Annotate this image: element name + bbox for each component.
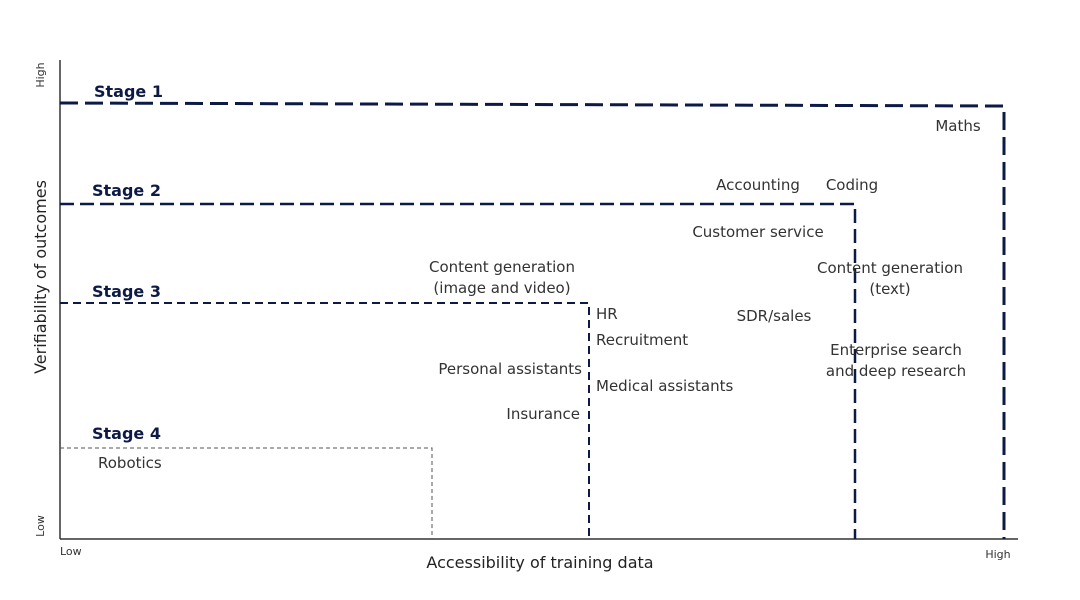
label-content-generation-text-line2: (text) <box>869 280 910 298</box>
label-medical-assistants: Medical assistants <box>596 377 733 395</box>
label-content-generation-image-video-line2: (image and video) <box>433 279 570 297</box>
stage-4-boundary <box>60 447 433 539</box>
label-recruitment: Recruitment <box>596 331 688 349</box>
stage-1-boundary <box>59 101 1006 539</box>
label-sdr-sales: SDR/sales <box>737 307 812 325</box>
label-maths: Maths <box>935 117 981 135</box>
label-personal-assistants: Personal assistants <box>438 360 582 378</box>
label-accounting: Accounting <box>716 176 800 194</box>
stage-4-label: Stage 4 <box>92 424 161 443</box>
stage-3-label: Stage 3 <box>92 282 161 301</box>
label-enterprise-search-line2: and deep research <box>826 362 966 380</box>
y-axis-low-label: Low <box>34 515 47 537</box>
stage-2-label: Stage 2 <box>92 181 161 200</box>
label-coding: Coding <box>826 176 878 194</box>
stage-2-boundary <box>60 202 857 539</box>
x-axis-low-label: Low <box>60 545 82 558</box>
stage-1-label: Stage 1 <box>94 82 163 101</box>
stage-3-boundary <box>60 302 590 539</box>
x-axis-high-label: High <box>985 548 1010 561</box>
label-content-generation-text-line1: Content generation <box>817 259 963 277</box>
label-hr: HR <box>596 305 618 323</box>
label-robotics: Robotics <box>98 454 162 472</box>
label-insurance: Insurance <box>506 405 580 423</box>
y-axis-title: Verifiability of outcomes <box>31 180 50 374</box>
x-axis-title: Accessibility of training data <box>426 553 653 572</box>
label-customer-service: Customer service <box>692 223 823 241</box>
y-axis-high-label: High <box>34 62 47 87</box>
label-content-generation-image-video-line1: Content generation <box>429 258 575 276</box>
label-enterprise-search-line1: Enterprise search <box>830 341 962 359</box>
